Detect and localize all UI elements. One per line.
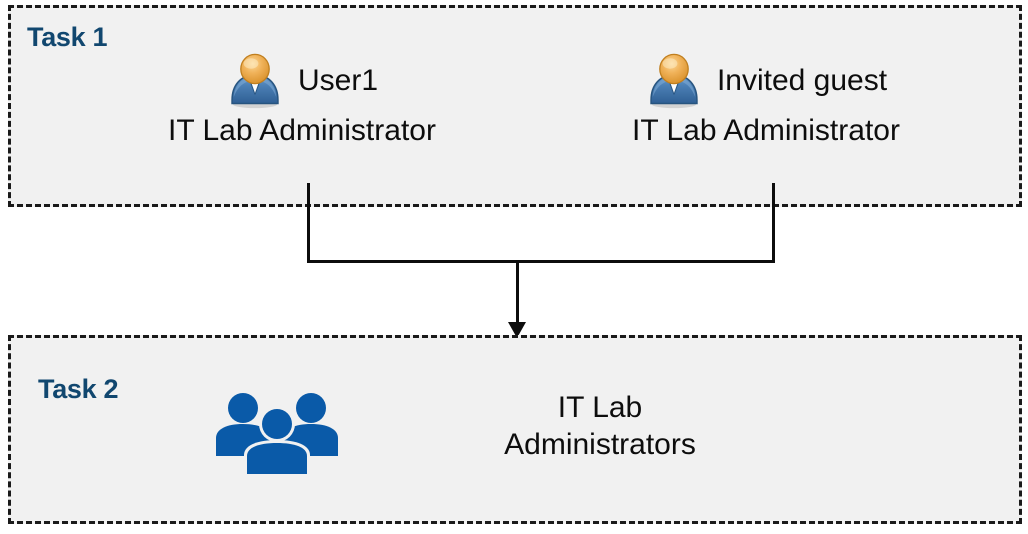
task-1-label: Task 1 xyxy=(27,22,108,52)
person-role: IT Lab Administrator xyxy=(168,114,436,147)
user-icon xyxy=(226,52,284,110)
connector-line-down xyxy=(516,260,519,325)
person-header: Invited guest xyxy=(586,50,946,112)
group-name-line-1: IT Lab xyxy=(557,391,643,424)
person-entry-invited-guest: Invited guest IT Lab Administrator xyxy=(586,50,946,148)
connector-line-horizontal xyxy=(307,260,775,263)
task-1-container xyxy=(8,5,1022,207)
group-name-line-2: Administrators xyxy=(504,427,696,461)
down-arrow-icon xyxy=(508,322,526,338)
user-icon xyxy=(645,52,703,110)
connector-line-left xyxy=(307,183,310,263)
person-header: User1 xyxy=(122,50,482,112)
connector-line-right xyxy=(772,183,775,263)
task-2-label: Task 2 xyxy=(38,374,119,404)
group-name-label: IT Lab Administrators xyxy=(400,390,800,463)
task-2-container xyxy=(8,335,1022,524)
person-role: IT Lab Administrator xyxy=(632,114,900,147)
person-name: Invited guest xyxy=(716,64,888,97)
person-entry-user1: User1 IT Lab Administrator xyxy=(122,50,482,148)
group-of-people-icon xyxy=(213,388,341,474)
person-name: User1 xyxy=(297,64,379,97)
